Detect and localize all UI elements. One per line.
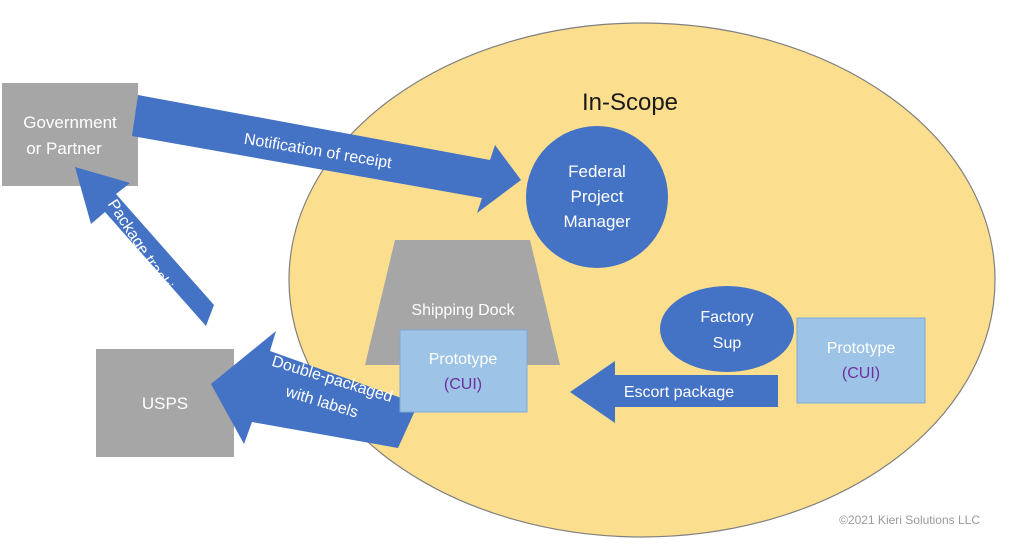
usps-label: USPS bbox=[142, 394, 188, 413]
prototype-dock-node: Prototype (CUI) bbox=[399, 329, 528, 413]
escort-package-arrow: Escort package bbox=[570, 361, 778, 423]
federal-project-manager-node: Federal Project Manager bbox=[526, 126, 668, 268]
prototype-dock-cui: (CUI) bbox=[444, 376, 482, 393]
escort-package-label: Escort package bbox=[624, 384, 734, 401]
prototype-factory-cui: (CUI) bbox=[842, 365, 880, 382]
government-partner-node: Government or Partner bbox=[2, 83, 138, 186]
package-tracking-arrow: Package tracking bbox=[75, 167, 214, 326]
in-scope-title: In-Scope bbox=[582, 89, 678, 116]
prototype-factory-label: Prototype bbox=[827, 340, 896, 357]
government-label-line1: Government bbox=[23, 113, 117, 132]
shipping-dock-label: Shipping Dock bbox=[411, 302, 515, 319]
federal-pm-line3: Manager bbox=[563, 212, 630, 231]
government-label-line2: or Partner bbox=[26, 139, 102, 158]
prototype-factory-node: Prototype (CUI) bbox=[796, 317, 926, 404]
usps-node: USPS bbox=[96, 349, 234, 457]
copyright-text: ©2021 Kieri Solutions LLC bbox=[839, 513, 980, 527]
factory-sup-line2: Sup bbox=[713, 335, 742, 352]
factory-sup-node: Factory Sup bbox=[660, 286, 794, 372]
federal-pm-line1: Federal bbox=[568, 162, 626, 181]
prototype-dock-label: Prototype bbox=[429, 351, 498, 368]
package-tracking-label: Package tracking bbox=[104, 197, 185, 309]
factory-sup-line1: Factory bbox=[700, 309, 753, 326]
federal-pm-line2: Project bbox=[571, 187, 624, 206]
